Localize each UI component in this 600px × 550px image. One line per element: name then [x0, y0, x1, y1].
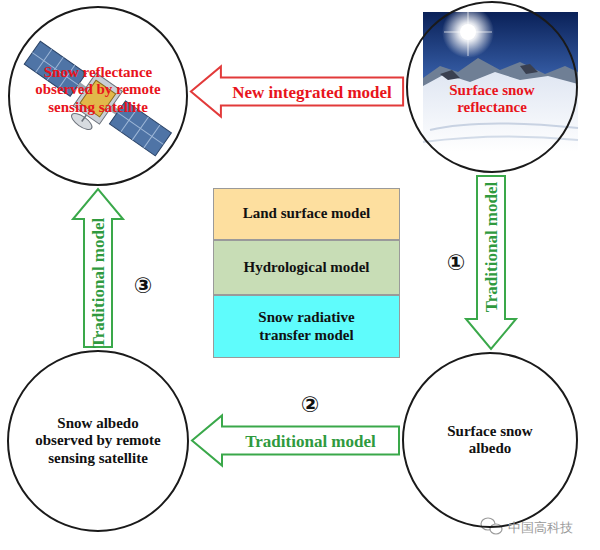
arrow-label: New integrated model [232, 83, 392, 100]
block-arrow [192, 416, 399, 466]
block-arrow [466, 176, 516, 349]
satellite-illustration [13, 36, 174, 171]
arrow-label: Traditional model [245, 432, 376, 449]
albedo-circle: Snow albedo observed by remote sensing s… [7, 350, 189, 532]
node-text: Snow radiative transfer model [237, 309, 377, 344]
node-text: Hydrological model [244, 259, 370, 276]
model-band: Hydrological model [213, 240, 400, 295]
watermark-icon [481, 518, 502, 534]
node-text: Land surface model [243, 205, 371, 222]
watermark: 中国高科技 [508, 521, 573, 534]
albedo-circle: Surface snow albedo [402, 352, 578, 528]
snow-photo [423, 6, 578, 152]
callout-number: ② [301, 394, 320, 416]
node-text: Snow reflectance observed by remote sens… [32, 64, 164, 116]
arrow-label: Traditional model [483, 182, 500, 313]
node-text: Surface snow albedo [430, 423, 550, 458]
satellite-circle: Snow reflectance observed by remote sens… [8, 6, 188, 186]
arrow-label: Traditional model [90, 218, 107, 349]
model-band: Snow radiative transfer model [213, 295, 400, 358]
node-text: Snow albedo observed by remote sensing s… [34, 415, 162, 467]
callout-number: ③ [134, 275, 153, 297]
photo-circle: Surface snow reflectance [406, 1, 578, 173]
node-text: Surface snow reflectance [432, 82, 552, 117]
model-band: Land surface model [213, 188, 400, 240]
block-arrow [191, 67, 403, 117]
callout-number: ① [447, 252, 466, 274]
